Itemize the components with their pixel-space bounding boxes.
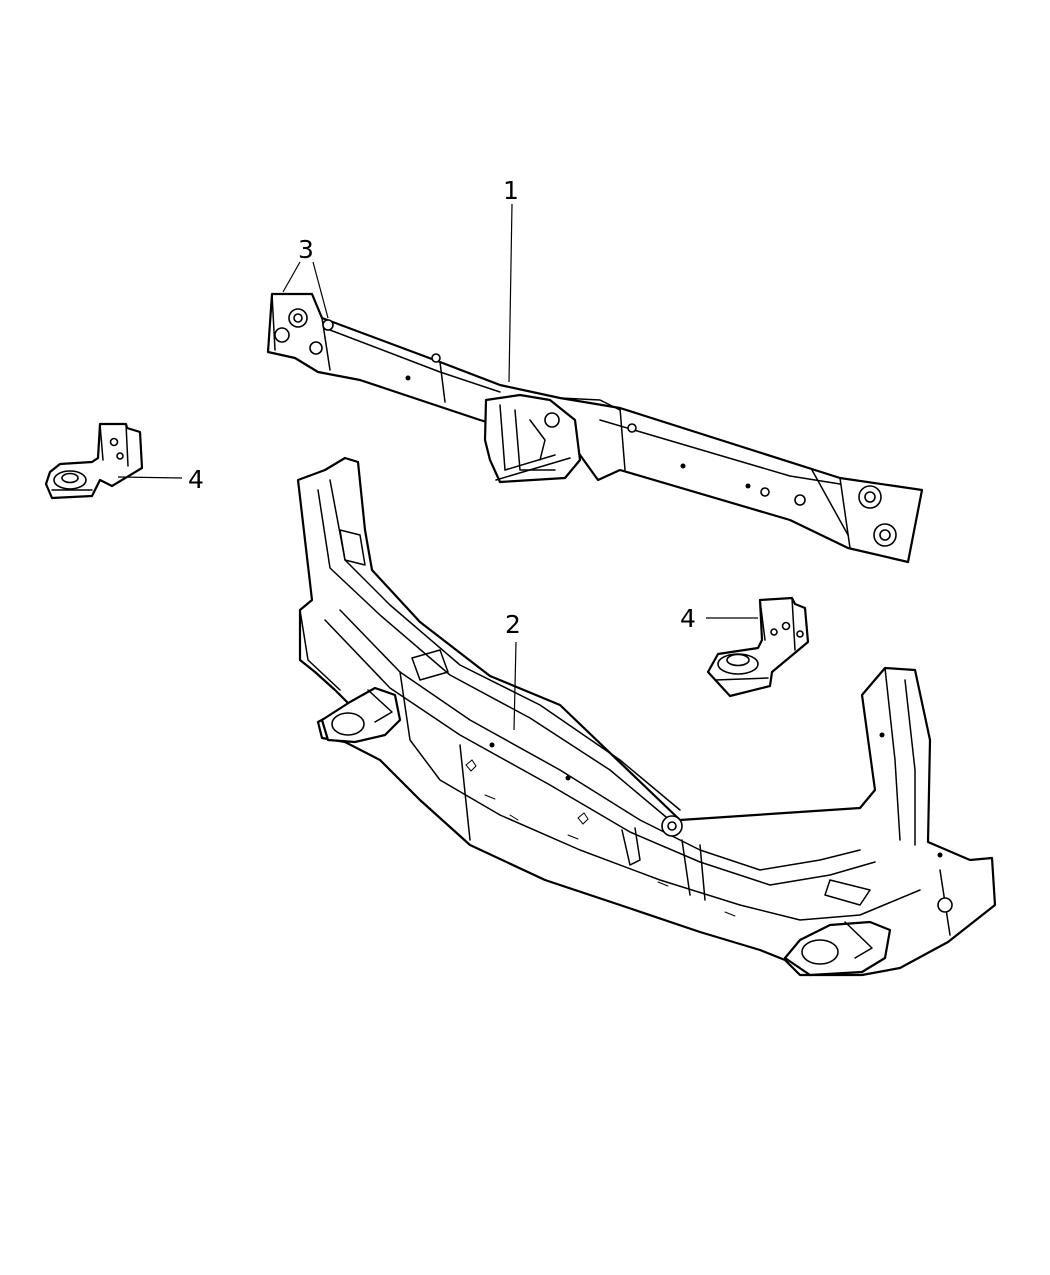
leader-3a xyxy=(282,261,301,293)
leader-lines xyxy=(117,203,758,731)
callout-labels: 1 2 3 4 4 xyxy=(188,176,696,639)
bracket-right-part xyxy=(706,596,810,698)
leader-2 xyxy=(513,641,517,731)
leader-3b xyxy=(312,261,329,319)
bracket-left-part xyxy=(44,422,144,500)
callout-3: 3 xyxy=(298,235,314,264)
callout-1: 1 xyxy=(503,176,519,205)
callout-2: 2 xyxy=(505,610,521,639)
callout-4-right: 4 xyxy=(680,604,696,633)
leader-4a xyxy=(117,476,183,479)
lower-radiator-support-part xyxy=(296,456,997,977)
upper-crossmember-part xyxy=(266,292,924,564)
callout-4-left: 4 xyxy=(188,465,204,494)
leader-1 xyxy=(508,203,513,383)
